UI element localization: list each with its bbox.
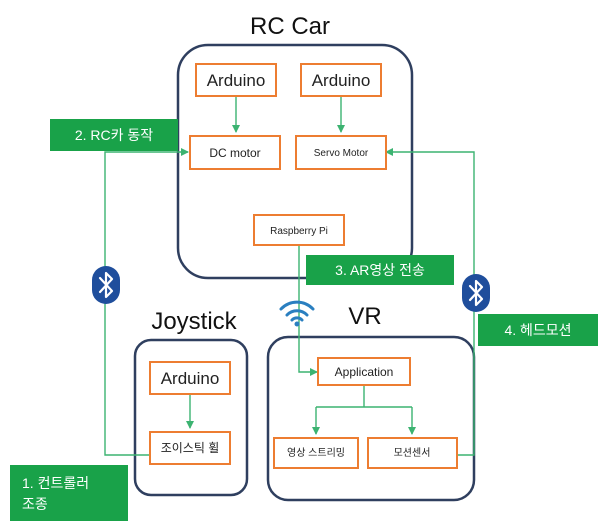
joystick-title: Joystick — [151, 308, 237, 335]
raspberry-pi-label: Raspberry Pi — [270, 226, 328, 237]
servo-motor-label: Servo Motor — [314, 148, 369, 159]
step2-label: 2. RC카 동작 — [75, 127, 153, 143]
line-raspberry-to-application — [298, 245, 318, 376]
joystick-arduino-label: Arduino — [161, 369, 220, 388]
raspberry-pi-box — [253, 214, 345, 246]
step3-label: 3. AR영상 전송 — [335, 262, 425, 278]
dc-motor-box — [189, 135, 281, 170]
step4-label: 4. 헤드모션 — [504, 322, 571, 338]
step1-label-bg — [10, 465, 128, 521]
rc-car-title: RC Car — [250, 13, 330, 40]
step4-label-bg — [478, 314, 598, 346]
step1-label-line1: 1. 컨트롤러 — [22, 475, 89, 491]
vr-title: VR — [348, 303, 381, 330]
joystick-arduino-box — [149, 361, 231, 395]
step1-label-line2: 조종 — [22, 496, 48, 512]
joystick-wheel-label: 조이스틱 휠 — [161, 441, 220, 455]
bluetooth-icon — [92, 266, 120, 304]
bluetooth-icon — [462, 274, 490, 312]
arduino-label-right: Arduino — [312, 71, 371, 90]
arduino-label-left: Arduino — [207, 71, 266, 90]
application-box — [317, 357, 411, 386]
wifi-icon — [279, 300, 315, 327]
arduino-box-left — [195, 63, 277, 97]
servo-motor-box — [295, 135, 387, 170]
motion-sensor-box — [367, 437, 458, 469]
video-streaming-box — [273, 437, 359, 469]
video-streaming-label: 영상 스트리밍 — [287, 447, 345, 459]
dc-motor-label: DC motor — [209, 146, 260, 160]
joystick-wheel-box — [149, 431, 231, 465]
application-label: Application — [335, 365, 394, 379]
step3-label-bg — [306, 255, 454, 285]
arduino-box-right — [300, 63, 382, 97]
step2-label-bg — [50, 119, 178, 151]
motion-sensor-label: 모션센서 — [394, 447, 431, 459]
